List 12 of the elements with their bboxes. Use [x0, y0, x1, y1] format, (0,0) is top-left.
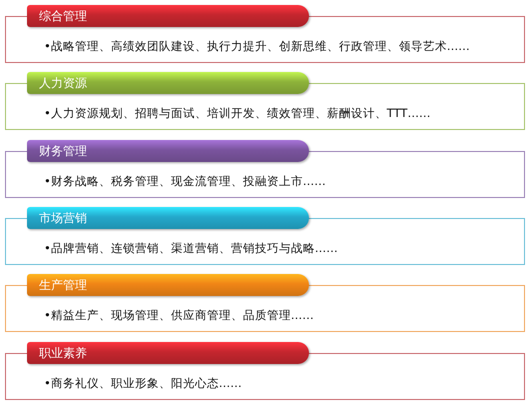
- topic-list: •品牌营销、连锁营销、渠道营销、营销技巧与战略……: [44, 241, 338, 256]
- category-header: 综合管理: [27, 5, 309, 27]
- category-header: 人力资源: [27, 72, 309, 94]
- topic-list: •财务战略、税务管理、现金流管理、投融资上市……: [44, 174, 326, 189]
- category-header: 生产管理: [27, 274, 309, 296]
- category-header: 职业素养: [27, 342, 309, 364]
- topic-list: •战略管理、高绩效团队建设、执行力提升、创新思维、行政管理、领导艺术……: [44, 39, 470, 54]
- topic-list: •人力资源规划、招聘与面试、培训开发、绩效管理、薪酬设计、TTT……: [44, 106, 430, 121]
- category-header: 市场营销: [27, 207, 309, 229]
- topic-list: •精益生产、现场管理、供应商管理、品质管理……: [44, 308, 314, 323]
- topic-list: •商务礼仪、职业形象、阳光心态……: [44, 376, 242, 391]
- category-header: 财务管理: [27, 140, 309, 162]
